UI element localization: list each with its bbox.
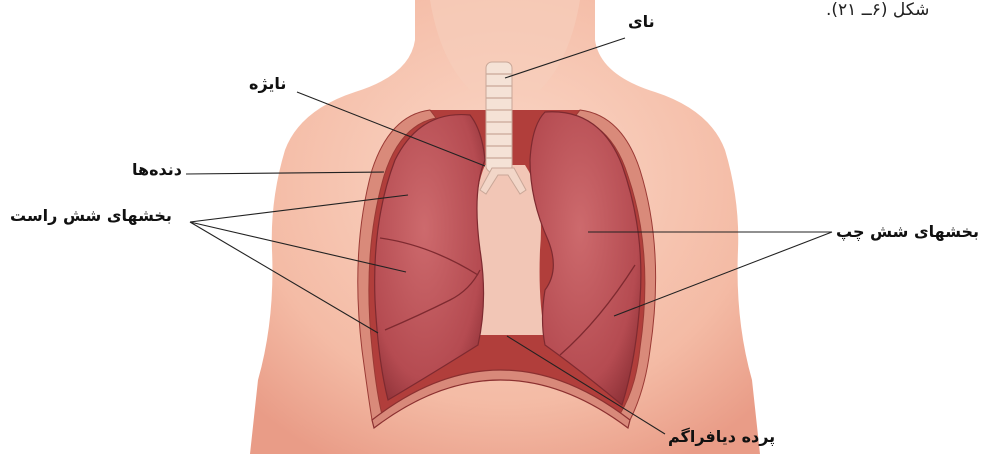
- label-left-lung-lobes: بخشهای شش چپ: [836, 224, 979, 240]
- figure-caption: شکل (۶ــ ۲۱).: [826, 2, 929, 19]
- trachea-tube: [486, 62, 512, 172]
- label-ribs: دنده‌ها: [132, 162, 182, 178]
- label-trachea: نای: [628, 14, 655, 30]
- label-diaphragm: پرده دیافراگم: [668, 429, 775, 445]
- label-bronchus: نایژه: [249, 76, 286, 92]
- label-right-lung-lobes: بخشهای شش راست: [10, 208, 172, 224]
